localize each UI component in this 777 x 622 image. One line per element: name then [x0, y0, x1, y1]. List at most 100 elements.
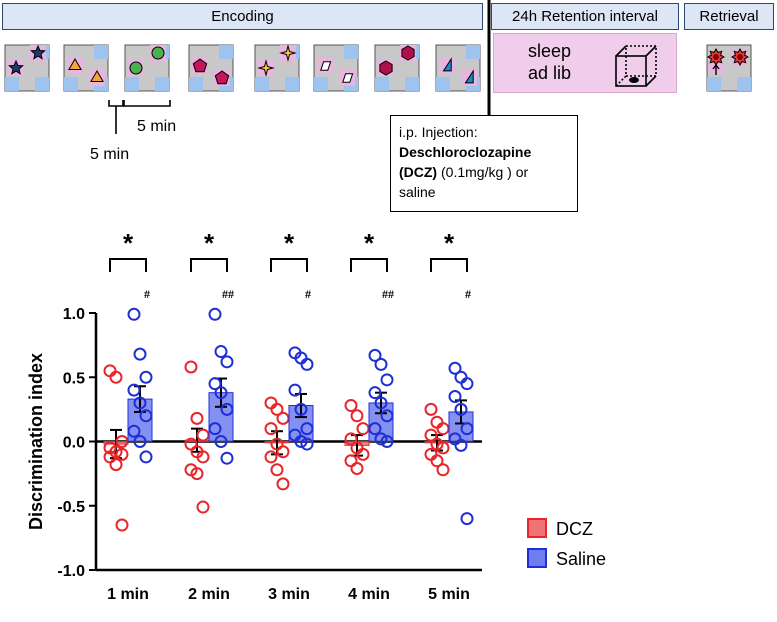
arena-cue [219, 45, 233, 59]
arena-cue [707, 77, 721, 91]
right-triangle-object-icon [464, 69, 474, 84]
saline-data-point [448, 361, 462, 375]
dcz-data-point [196, 450, 210, 464]
arena-6 [313, 44, 359, 92]
encoding-header: Encoding [2, 3, 483, 30]
saline-data-point [208, 307, 222, 321]
encoding-label: Encoding [211, 8, 274, 25]
sun-object-center [737, 54, 743, 60]
retrieval-arena [706, 44, 752, 92]
y-axis-label: Discrimination index [26, 353, 46, 530]
y-tick-label: -0.5 [57, 499, 85, 516]
circle-object-icon [151, 46, 165, 60]
saline-data-point [133, 396, 147, 410]
pentagon-object-icon [214, 70, 230, 85]
saline-data-point [448, 390, 462, 404]
dcz-data-point [190, 411, 204, 425]
dcz-data-point [115, 447, 129, 461]
dcz-data-point [109, 370, 123, 384]
saline-data-point [368, 386, 382, 400]
duration-bracket [123, 100, 171, 107]
saline-data-point [127, 424, 141, 438]
dcz-data-point [344, 399, 358, 413]
retention-header: 24h Retention interval [491, 3, 679, 30]
saline-data-point [214, 345, 228, 359]
saline-data-point [220, 451, 234, 465]
arena-cue [189, 77, 203, 91]
dcz-data-point [430, 415, 444, 429]
significance-star: * [364, 228, 375, 258]
x-tick-label: 5 min [428, 586, 470, 603]
saline-data-point [220, 402, 234, 416]
hexagon-object-icon [401, 45, 415, 61]
dcz-data-point [356, 422, 370, 436]
arena-4 [188, 44, 234, 92]
arena-cue [64, 77, 78, 91]
saline-data-point [208, 422, 222, 436]
saline-data-point [300, 357, 314, 371]
saline-hash-annotation: ## [222, 287, 234, 301]
arena-cue [314, 77, 328, 91]
sleep-box: sleep ad lib [493, 33, 677, 93]
x-tick-label: 4 min [348, 586, 390, 603]
dcz-data-point [196, 500, 210, 514]
retention-label: 24h Retention interval [512, 8, 658, 25]
arena-cue [344, 45, 358, 59]
gap-label: 5 min [90, 146, 130, 163]
dcz-data-point [424, 428, 438, 442]
gap-bracket [108, 100, 124, 107]
schematic-group [4, 0, 752, 134]
saline-data-point [139, 450, 153, 464]
saline-data-point [214, 386, 228, 400]
dcz-data-point [344, 454, 358, 468]
arena-cue [255, 77, 269, 91]
arena-cue [285, 77, 299, 91]
dcz-data-point [424, 402, 438, 416]
saline-data-point [133, 435, 147, 448]
saline-data-point [374, 396, 388, 410]
dcz-data-point [430, 454, 444, 468]
arena-cue [737, 77, 751, 91]
significance-bracket [190, 258, 228, 272]
saline-data-point [374, 432, 388, 446]
dcz-data-point [270, 402, 284, 416]
sun-object-center [713, 54, 719, 60]
dcz-data-point [276, 445, 290, 459]
y-tick-label: -1.0 [57, 563, 85, 580]
saline-data-point [374, 357, 388, 371]
x-tick-label: 2 min [188, 586, 230, 603]
dcz-data-point [356, 447, 370, 461]
dcz-data-point [436, 422, 450, 436]
dcz-data-point [270, 463, 284, 477]
dcz-data-point [103, 364, 117, 378]
saline-data-point [208, 377, 222, 391]
retrieval-header: Retrieval [684, 3, 774, 30]
saline-data-point [454, 402, 468, 416]
saline-data-point [127, 383, 141, 397]
arena-cue [35, 77, 49, 91]
dcz-data-point [350, 409, 364, 423]
sleep-line2: ad lib [528, 63, 572, 83]
arena-3 [124, 44, 170, 92]
x-tick-label: 1 min [107, 586, 149, 603]
injection-dose: (0.1mg/kg ) or [437, 164, 529, 180]
saline-hash-annotation: # [144, 287, 150, 301]
injection-box: i.p. Injection: Deschloroclozapine (DCZ)… [390, 115, 578, 212]
dcz-data-point [264, 396, 278, 410]
significance-star: * [204, 228, 215, 258]
y-tick-label: 0.0 [63, 435, 85, 452]
dcz-data-point [264, 450, 278, 464]
saline-hash-annotation: # [305, 287, 311, 301]
legend-label-saline: Saline [556, 549, 606, 569]
dcz-data-point [109, 458, 123, 472]
saline-data-point [454, 438, 468, 452]
significance-star: * [444, 228, 455, 258]
arena-cue [405, 77, 419, 91]
dcz-data-point [276, 411, 290, 425]
saline-data-point [368, 348, 382, 362]
legend-label-dcz: DCZ [556, 519, 593, 539]
arena-5 [254, 44, 300, 92]
saline-data-point [300, 437, 314, 451]
